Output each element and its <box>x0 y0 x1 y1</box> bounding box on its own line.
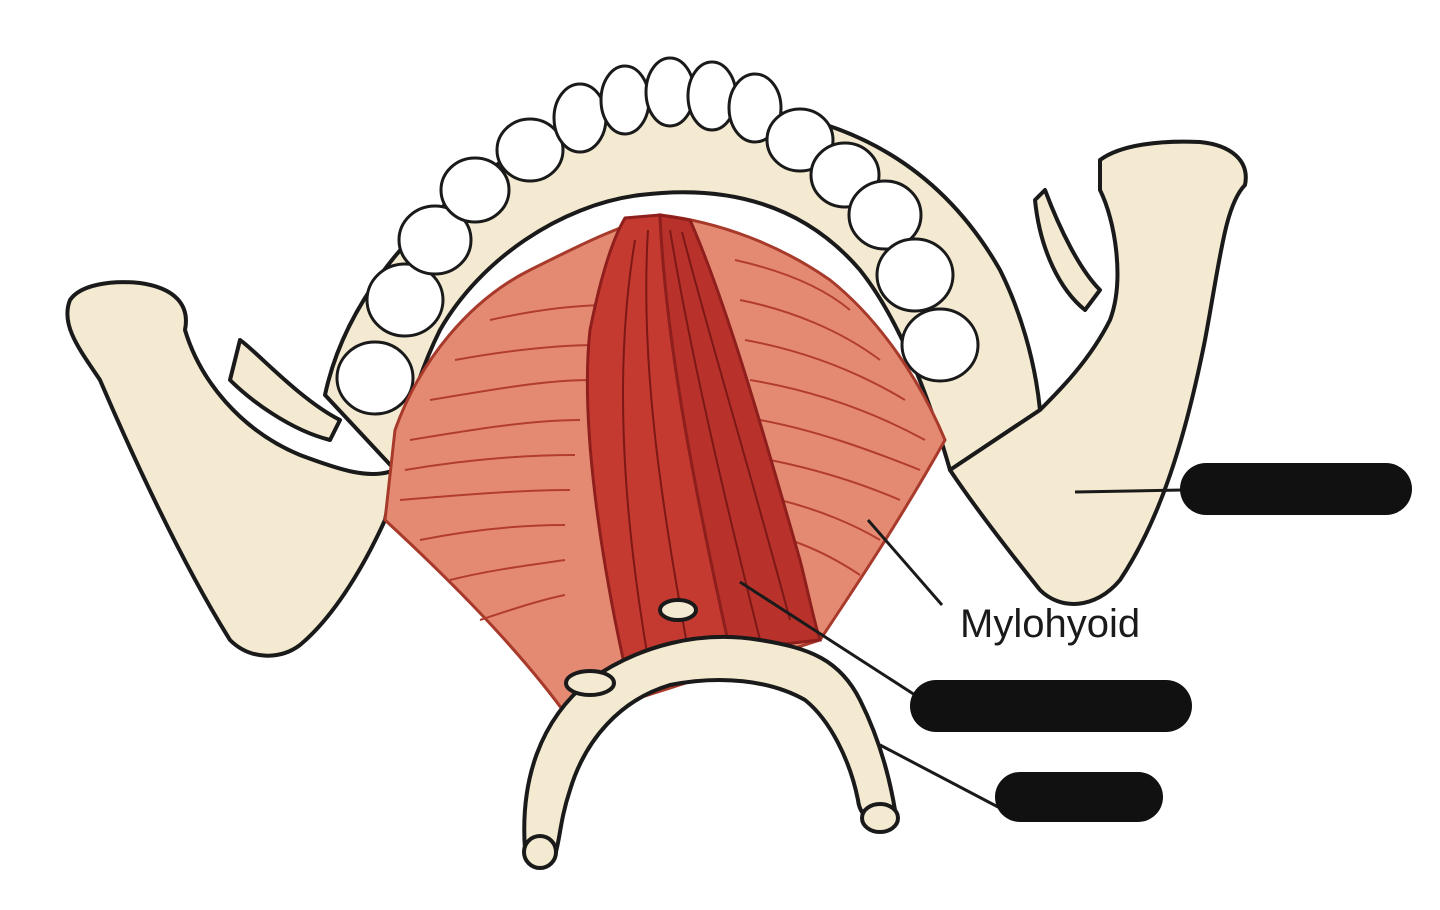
masked-label-geniohyoid <box>910 680 1192 732</box>
tooth <box>335 340 415 416</box>
tooth <box>847 179 923 251</box>
leader-line-geniohyoid <box>739 580 916 697</box>
teeth <box>335 56 980 416</box>
lesser-horn-center <box>658 598 698 622</box>
tooth <box>365 262 445 338</box>
tooth <box>495 117 565 183</box>
left-coronoid <box>228 338 342 442</box>
tooth <box>397 204 473 276</box>
masked-label-hyoid <box>995 772 1163 822</box>
tooth <box>439 156 511 224</box>
greater-horn-tip-left <box>522 834 558 870</box>
tooth <box>875 237 955 313</box>
mylohyoid-fibers-right <box>734 259 926 576</box>
geniohyoid-fibers <box>622 229 791 671</box>
mylohyoid-fibers-left <box>399 304 611 621</box>
tooth <box>727 72 783 144</box>
leader-line-hyoid <box>879 743 1001 810</box>
tooth <box>900 307 980 383</box>
hyoid-bone <box>522 598 900 870</box>
leader-line-mylohyoid <box>866 519 944 606</box>
leader-line-ramus <box>1074 488 1183 494</box>
lesser-horn-left <box>564 669 616 697</box>
left-ramus <box>65 280 397 658</box>
masked-label-right-ramus <box>1180 463 1412 515</box>
redacted-labels <box>910 463 1412 822</box>
geniohyoid-muscles <box>585 213 823 693</box>
greater-horn-tip-right <box>860 802 900 834</box>
geniohyoid-right <box>658 213 823 652</box>
leader-lines <box>739 488 1183 810</box>
tooth <box>552 82 608 154</box>
right-coronoid <box>1033 188 1102 312</box>
label-mylohyoid: Mylohyoid <box>960 602 1140 646</box>
right-ramus <box>948 139 1248 606</box>
tooth <box>686 60 738 132</box>
tooth <box>599 64 651 136</box>
